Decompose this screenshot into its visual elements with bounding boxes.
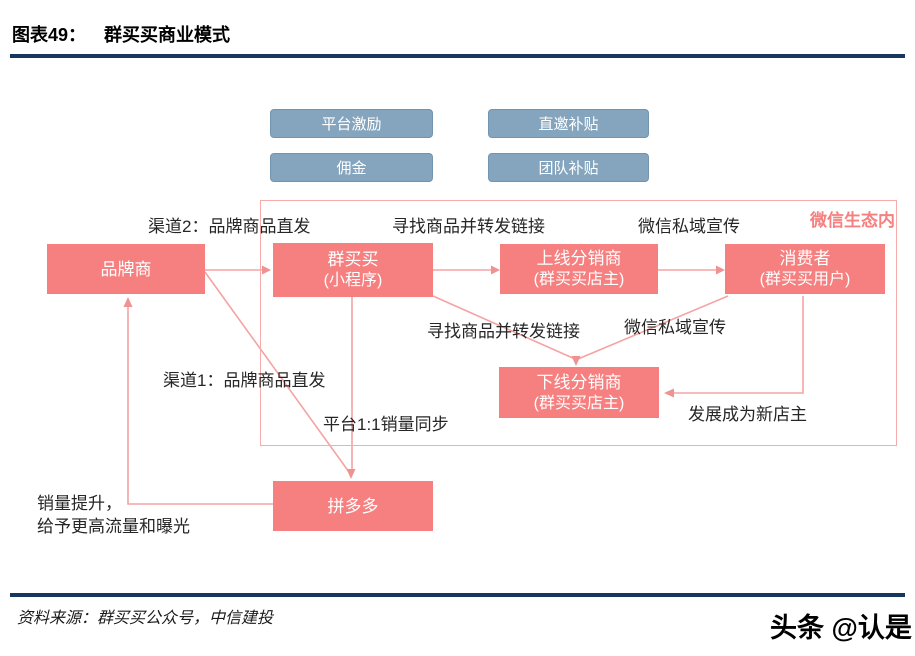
edge-label-new-shopkeeper: 发展成为新店主 — [688, 405, 807, 424]
node-label: 品牌商 — [100, 259, 152, 279]
incentive-label: 平台激励 — [321, 116, 382, 133]
node-brand: 品牌商 — [47, 244, 205, 294]
arrowhead-into-pinduoduo-top — [346, 469, 356, 479]
arrowhead-into-brand-bottom — [123, 297, 133, 307]
figure-name: 群买买商业模式 — [104, 25, 231, 45]
node-sublabel: (小程序) — [323, 272, 383, 289]
node-pinduoduo: 拼多多 — [273, 481, 433, 531]
edge-label-wechat-private-mid: 微信私域宣传 — [624, 318, 726, 337]
node-label: 拼多多 — [327, 496, 379, 516]
source-note: 资料来源：群买买公众号，中信建投 — [17, 610, 274, 627]
edge-label-sales-boost: 销量提升， 给予更高流量和曝光 — [37, 492, 237, 538]
node-qunmaimai: 群买买 (小程序) — [273, 243, 433, 297]
figure-number: 图表49： — [12, 25, 87, 45]
header-divider — [10, 54, 905, 58]
edge-label-wechat-private-top: 微信私域宣传 — [638, 217, 740, 236]
edge-label-platform-sync: 平台1:1销量同步 — [323, 415, 449, 434]
incentive-commission: 佣金 — [270, 153, 433, 182]
node-sublabel: (群买买店主) — [533, 271, 625, 288]
node-label: 上线分销商 — [536, 249, 622, 268]
edge-label-find-forward-mid: 寻找商品并转发链接 — [427, 322, 580, 341]
node-label: 下线分销商 — [536, 372, 622, 392]
incentive-direct-invite-subsidy: 直邀补贴 — [488, 109, 649, 138]
node-sublabel: (群买买店主) — [533, 394, 625, 412]
sales-boost-line1: 销量提升， — [37, 494, 122, 513]
node-label: 消费者 — [779, 249, 831, 268]
arrow-pinduoduo-to-brand — [127, 303, 273, 505]
figure-title: 图表49： 群买买商业模式 — [12, 21, 230, 47]
incentive-label: 团队补贴 — [538, 160, 599, 177]
incentive-label: 直邀补贴 — [538, 116, 599, 133]
wechat-ecosystem-label: 微信生态内 — [810, 211, 895, 230]
node-consumer: 消费者 (群买买用户) — [725, 244, 885, 294]
wechat-ecosystem-frame — [260, 200, 897, 446]
node-downline-distributor: 下线分销商 (群买买店主) — [499, 367, 659, 418]
incentive-platform-incentive: 平台激励 — [270, 109, 433, 138]
incentive-team-subsidy: 团队补贴 — [488, 153, 649, 182]
edge-label-channel2: 渠道2：品牌商品直发 — [148, 217, 311, 236]
edge-label-find-forward-top: 寻找商品并转发链接 — [392, 217, 545, 236]
sales-boost-line2: 给予更高流量和曝光 — [37, 517, 190, 536]
node-sublabel: (群买买用户) — [759, 271, 851, 288]
edge-label-channel1: 渠道1：品牌商品直发 — [163, 371, 326, 390]
footer-divider — [10, 593, 905, 597]
incentive-label: 佣金 — [336, 160, 367, 177]
toutiao-watermark: 头条 @认是 — [770, 613, 912, 643]
node-label: 群买买 — [327, 250, 379, 269]
node-upline-distributor: 上线分销商 (群买买店主) — [500, 244, 658, 294]
